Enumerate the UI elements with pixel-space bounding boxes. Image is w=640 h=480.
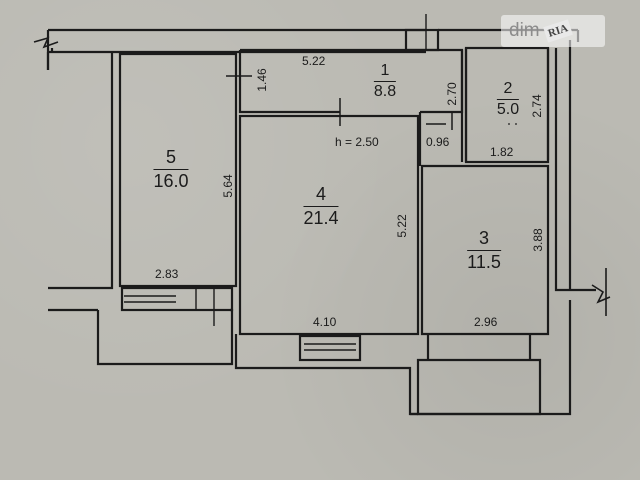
room-3-area: 11.5 bbox=[467, 251, 501, 272]
dim-living-height: 5.22 bbox=[395, 214, 409, 238]
room-5-number: 5 bbox=[153, 147, 189, 170]
room-4-area: 21.4 bbox=[303, 207, 339, 228]
bath-dots bbox=[508, 123, 517, 125]
wall-break-left bbox=[33, 36, 59, 49]
room-1-label: 1 8.8 bbox=[373, 62, 397, 102]
dim-kitchen-height: 3.88 bbox=[531, 228, 545, 252]
dim-bath-width: 1.82 bbox=[490, 145, 514, 159]
room-4-outline bbox=[238, 114, 420, 336]
room-3-label: 3 11.5 bbox=[467, 228, 501, 272]
dim-ria-watermark: dim RIA bbox=[501, 15, 605, 47]
dim-kitchen-width: 2.96 bbox=[474, 315, 498, 329]
dim-hall-width: 5.22 bbox=[302, 54, 326, 68]
room-3-number: 3 bbox=[467, 228, 501, 251]
room-5-outline bbox=[118, 52, 238, 288]
wall-break-right bbox=[591, 284, 611, 304]
room-3-outline bbox=[420, 164, 550, 336]
outer-wall-right bbox=[546, 30, 596, 292]
dim-ceiling-height: h = 2.50 bbox=[335, 135, 379, 149]
dim-living-width: 4.10 bbox=[313, 315, 337, 329]
dim-bedroom-width: 2.83 bbox=[155, 267, 179, 281]
dim-passage-width: 0.96 bbox=[426, 135, 450, 149]
room-5-label: 5 16.0 bbox=[153, 147, 189, 191]
room-1-number: 1 bbox=[373, 62, 397, 83]
balcony-left-door bbox=[120, 286, 234, 312]
room-4-label: 4 21.4 bbox=[303, 184, 339, 228]
room-4-number: 4 bbox=[303, 184, 339, 207]
room-1-area: 8.8 bbox=[373, 83, 397, 101]
room-5-area: 16.0 bbox=[153, 170, 189, 191]
entrance-door-nub bbox=[404, 28, 440, 52]
room-2-area: 5.0 bbox=[496, 101, 520, 119]
room-1-outline bbox=[238, 48, 464, 124]
outer-wall-left bbox=[48, 48, 114, 312]
dim-hall-depth: 1.46 bbox=[255, 68, 269, 92]
balcony-center-door bbox=[298, 334, 362, 362]
room-2-number: 2 bbox=[496, 80, 520, 101]
dim-hall-side: 2.70 bbox=[445, 82, 459, 106]
watermark-badge: RIA bbox=[542, 19, 573, 43]
balcony-left bbox=[96, 308, 234, 366]
watermark-text: dim bbox=[509, 20, 540, 41]
dim-bedroom-height: 5.64 bbox=[221, 174, 235, 198]
outer-wall-bottom-center bbox=[234, 334, 418, 416]
room-2-label: 2 5.0 bbox=[496, 80, 520, 120]
dim-bath-height: 2.74 bbox=[530, 94, 544, 118]
balcony-right bbox=[416, 358, 542, 416]
